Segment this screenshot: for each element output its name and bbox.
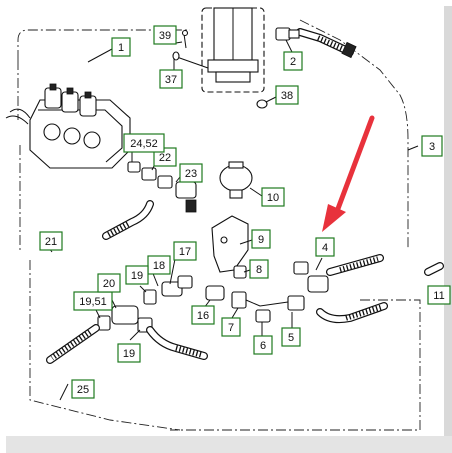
svg-text:6: 6 [260, 340, 266, 352]
callout-21: 21 [39, 231, 63, 251]
svg-text:16: 16 [197, 310, 209, 322]
callout-7: 7 [221, 317, 241, 337]
svg-text:23: 23 [185, 168, 197, 180]
hoses-right [316, 254, 444, 324]
callout-5: 5 [281, 327, 301, 347]
callout-4: 4 [315, 237, 335, 257]
bracket [211, 215, 249, 279]
svg-text:1: 1 [118, 42, 124, 54]
callout-23: 23 [179, 163, 203, 183]
callout-18: 18 [147, 255, 171, 275]
svg-text:18: 18 [153, 260, 165, 272]
callout-11: 11 [427, 285, 451, 305]
svg-text:5: 5 [288, 332, 294, 344]
svg-text:20: 20 [103, 278, 115, 290]
hose-21 [102, 200, 154, 240]
fittings-22-23-24 [127, 161, 197, 213]
callout-labels: 1 2 3 4 5 6 7 8 9 10 11 16 17 18 19 19 1… [39, 25, 451, 399]
callout-19-51: 19,51 [73, 291, 113, 311]
svg-text:10: 10 [267, 192, 279, 204]
svg-text:24,52: 24,52 [130, 138, 158, 150]
svg-text:25: 25 [77, 384, 89, 396]
callout-9: 9 [251, 229, 271, 249]
pin-and-bolt [172, 29, 268, 109]
callout-17: 17 [173, 241, 197, 261]
accumulator [219, 161, 253, 199]
svg-text:22: 22 [159, 152, 171, 164]
callout-20: 20 [97, 273, 121, 293]
svg-text:39: 39 [159, 30, 171, 42]
boundary-lines [17, 19, 421, 431]
svg-text:19: 19 [123, 348, 135, 360]
callout-37: 37 [159, 69, 183, 89]
callout-24-52: 24,52 [123, 133, 165, 153]
callout-38: 38 [275, 85, 299, 105]
svg-text:11: 11 [433, 290, 444, 302]
svg-text:19,51: 19,51 [79, 296, 107, 308]
svg-text:7: 7 [228, 322, 234, 334]
callout-2: 2 [283, 51, 303, 71]
callout-39: 39 [153, 25, 177, 45]
callout-19-top: 19 [125, 265, 149, 285]
svg-text:19: 19 [131, 270, 143, 282]
svg-text:37: 37 [165, 74, 177, 86]
callout-1: 1 [111, 37, 131, 57]
svg-text:38: 38 [281, 90, 293, 102]
svg-text:8: 8 [256, 264, 262, 276]
svg-text:21: 21 [45, 236, 57, 248]
svg-text:4: 4 [322, 242, 328, 254]
pointer-arrow [322, 115, 375, 232]
callout-8: 8 [249, 259, 269, 279]
svg-text:17: 17 [179, 246, 191, 258]
svg-text:3: 3 [429, 141, 435, 153]
callout-25: 25 [71, 379, 95, 399]
callout-6: 6 [253, 335, 273, 355]
callout-3: 3 [421, 135, 443, 157]
hoses-bottom [46, 324, 208, 364]
svg-text:9: 9 [258, 234, 264, 246]
callout-10: 10 [261, 187, 285, 207]
callout-16: 16 [191, 305, 215, 325]
callout-19-bottom: 19 [117, 343, 141, 363]
central-fittings [205, 261, 329, 323]
cylinder [201, 7, 265, 93]
hose-top-right [275, 27, 357, 59]
svg-text:2: 2 [290, 56, 296, 68]
